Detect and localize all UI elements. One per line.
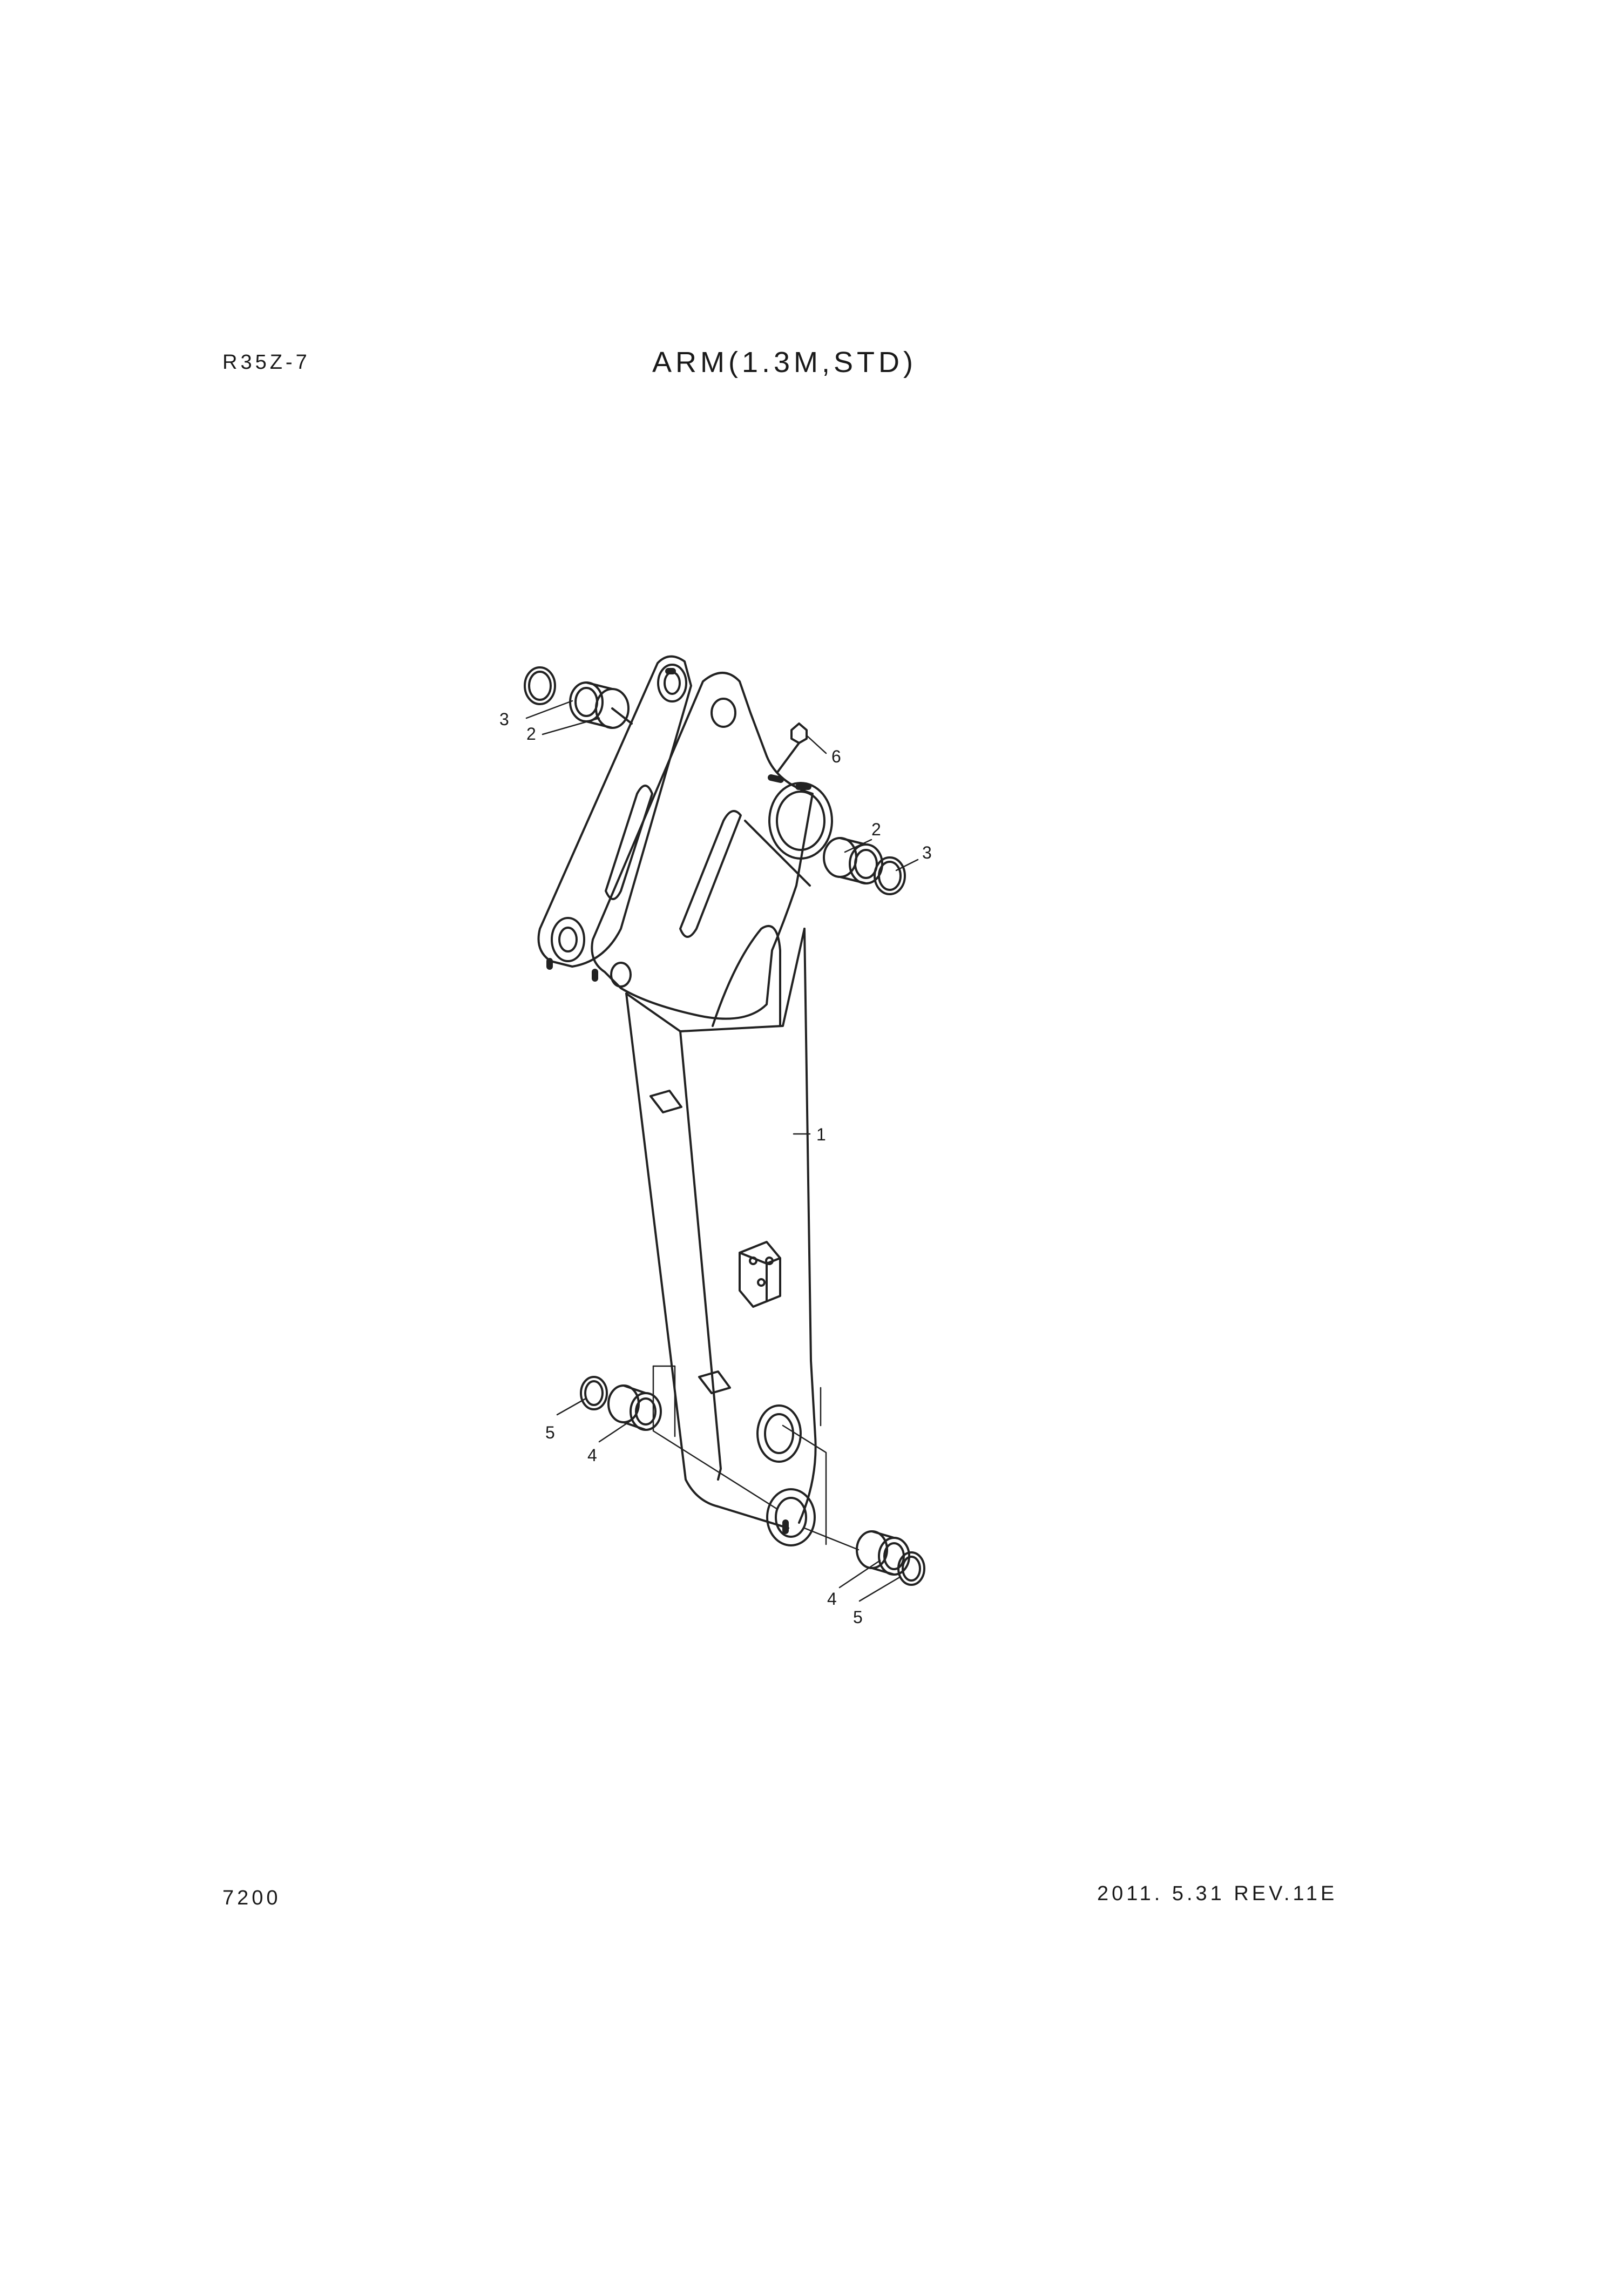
lower-right-snap-ring xyxy=(897,1551,925,1586)
callout-4-lower-right: 4 xyxy=(827,1589,837,1609)
callout-6: 6 xyxy=(831,747,841,766)
callout-2-upper-right: 2 xyxy=(871,820,881,839)
callout-3-upper-right: 3 xyxy=(922,843,932,862)
rear-side-plate xyxy=(537,655,692,968)
front-side-plate xyxy=(591,672,833,1027)
model-label: R35Z-7 xyxy=(222,351,310,374)
upper-left-snap-ring xyxy=(524,666,556,705)
callout-2-upper-left: 2 xyxy=(526,724,536,744)
revision-label: 2011. 5.31 REV.11E xyxy=(1097,1882,1338,1905)
grease-nipple xyxy=(776,722,808,773)
callout-5-lower-left: 5 xyxy=(545,1423,555,1442)
callout-5-lower-right: 5 xyxy=(853,1607,863,1627)
arm-body xyxy=(625,820,817,1546)
grease-marks xyxy=(546,668,811,1534)
lower-right-bushing xyxy=(856,1530,910,1576)
callout-4-lower-left: 4 xyxy=(587,1445,597,1465)
upper-right-snap-ring xyxy=(874,856,906,895)
lower-left-snap-ring xyxy=(580,1376,608,1410)
leader-lines xyxy=(525,700,919,1602)
callout-labels: 1 2 3 2 3 4 5 4 5 6 xyxy=(499,710,932,1627)
page-number: 7200 xyxy=(222,1887,281,1909)
callout-3-upper-left: 3 xyxy=(499,710,509,729)
assembly-guide-lines xyxy=(652,1365,860,1551)
upper-right-bushing xyxy=(823,837,883,884)
callout-1: 1 xyxy=(816,1125,826,1144)
upper-left-bushing xyxy=(569,681,633,729)
page-title: ARM(1.3M,STD) xyxy=(652,346,917,379)
lower-left-bushing xyxy=(607,1384,662,1431)
